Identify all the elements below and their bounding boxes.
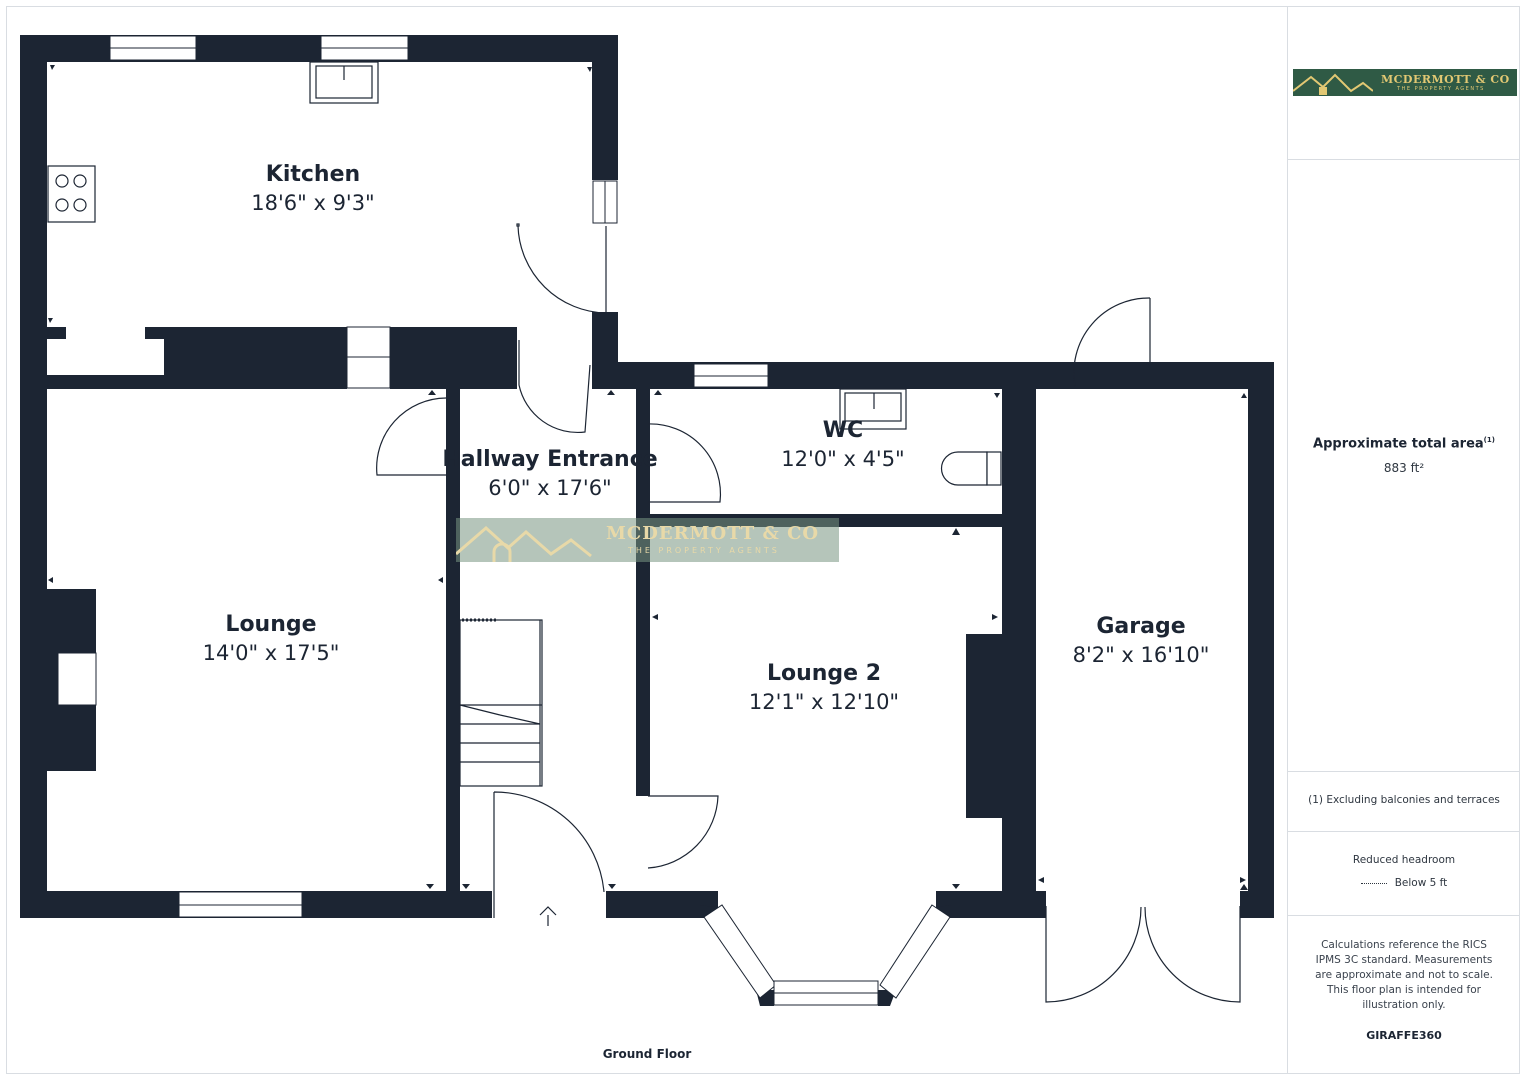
watermark-brand: MCDERMOTT & CO [606, 523, 820, 544]
wall-lounge2-bottom-right [936, 891, 1032, 918]
room-lounge2-dims: 12'1" x 12'10" [748, 690, 900, 714]
room-garage-dims: 8'2" x 16'10" [1072, 643, 1210, 667]
wall-kitchen-right-upper [592, 35, 618, 180]
floor-plan: Kitchen 18'6" x 9'3" Hallway Entrance 6'… [20, 35, 1274, 1061]
wall-divider-top [145, 327, 517, 339]
watermark-house-icon [456, 525, 592, 562]
wall-divider-left [20, 327, 66, 339]
wall-garage-bottom-left [1032, 891, 1046, 918]
wall-divider-block-a [164, 339, 347, 389]
room-kitchen-name: Kitchen [265, 162, 361, 187]
watermark-tagline: THE PROPERTY AGENTS [628, 546, 780, 555]
room-hallway-dims: 6'0" x 17'6" [488, 476, 612, 500]
toilet [940, 451, 988, 486]
wall-lounge2-left-upper [636, 389, 650, 504]
doors [376, 223, 1241, 1003]
room-lounge2-name: Lounge 2 [766, 661, 882, 686]
wall-garage-right [1248, 362, 1274, 918]
wall-divider-block-b [390, 339, 517, 389]
disclaimer: Calculations reference the RICS IPMS 3C … [1315, 939, 1493, 1011]
headroom-legend-text: Below 5 ft [1394, 877, 1448, 889]
wall-garage-left [1002, 362, 1036, 918]
info-sidebar: MCDERMOTT & CO THE PROPERTY AGENTS Appro… [1287, 6, 1520, 1074]
floor-name: Ground Floor [602, 1047, 692, 1061]
sidebar-disclaimer-section: Calculations reference the RICS IPMS 3C … [1288, 916, 1520, 1074]
wall-left [20, 35, 47, 918]
room-lounge-name: Lounge [225, 612, 317, 637]
chimney-breast-lounge2 [966, 634, 1002, 818]
wall-garage-bottom-right [1240, 891, 1274, 918]
brand-logo: MCDERMOTT & CO THE PROPERTY AGENTS [1293, 69, 1517, 96]
logo-house-icon [1293, 73, 1373, 95]
headroom-legend: Below 5 ft [1288, 877, 1520, 889]
area-superscript: (1) [1483, 436, 1495, 444]
room-lounge-dims: 14'0" x 17'5" [202, 641, 340, 665]
room-lounge: Lounge 14'0" x 17'5" [203, 612, 340, 665]
dimension-markers [48, 65, 1248, 890]
dotted-line-icon [1360, 882, 1387, 884]
room-wc-name: WC [822, 418, 864, 443]
credit: GIRAFFE360 [1366, 1029, 1442, 1042]
stairs [459, 619, 543, 787]
sidebar-logo-section: MCDERMOTT & CO THE PROPERTY AGENTS [1288, 6, 1520, 160]
room-hallway-name: Hallway Entrance [442, 447, 658, 472]
fixtures [47, 61, 1002, 926]
area-title: Approximate total area(1) [1288, 436, 1520, 451]
wall-hall-bottom [606, 891, 718, 918]
logo-tagline: THE PROPERTY AGENTS [1397, 86, 1485, 92]
room-wc-dims: 12'0" x 4'5" [781, 447, 905, 471]
room-kitchen: Kitchen 18'6" x 9'3" [251, 162, 374, 215]
bay-window-right [879, 904, 951, 999]
floor-plan-drawing [20, 35, 1274, 1006]
wall-divider-left-lower [20, 375, 164, 389]
page-frame [6, 6, 1520, 1074]
recess [47, 339, 164, 375]
area-value: 883 ft² [1383, 461, 1425, 475]
bay-window-left [703, 904, 777, 999]
headroom-title: Reduced headroom [1352, 854, 1456, 866]
area-title-text: Approximate total area [1313, 436, 1484, 452]
room-lounge2: Lounge 2 12'1" x 12'10" [749, 661, 899, 714]
sidebar-headroom-section: Reduced headroom Below 5 ft [1288, 832, 1520, 916]
logo-brand: MCDERMOTT & CO [1381, 73, 1510, 86]
room-garage: Garage 8'2" x 16'10" [1073, 614, 1210, 667]
room-wc: WC 12'0" x 4'5" [781, 418, 904, 471]
room-garage-name: Garage [1096, 614, 1186, 639]
hearth [57, 652, 97, 706]
room-kitchen-dims: 18'6" x 9'3" [251, 191, 375, 215]
hob [47, 165, 96, 223]
sidebar-footnote-section: (1) Excluding balconies and terraces [1288, 772, 1520, 832]
room-hallway: Hallway Entrance 6'0" x 17'6" [442, 447, 657, 500]
wall-lounge2-left [636, 504, 650, 796]
area-footnote: (1) Excluding balconies and terraces [1308, 794, 1500, 806]
watermark: MCDERMOTT & CO THE PROPERTY AGENTS [456, 518, 839, 562]
sidebar-area-section: Approximate total area(1) 883 ft² [1288, 160, 1520, 772]
